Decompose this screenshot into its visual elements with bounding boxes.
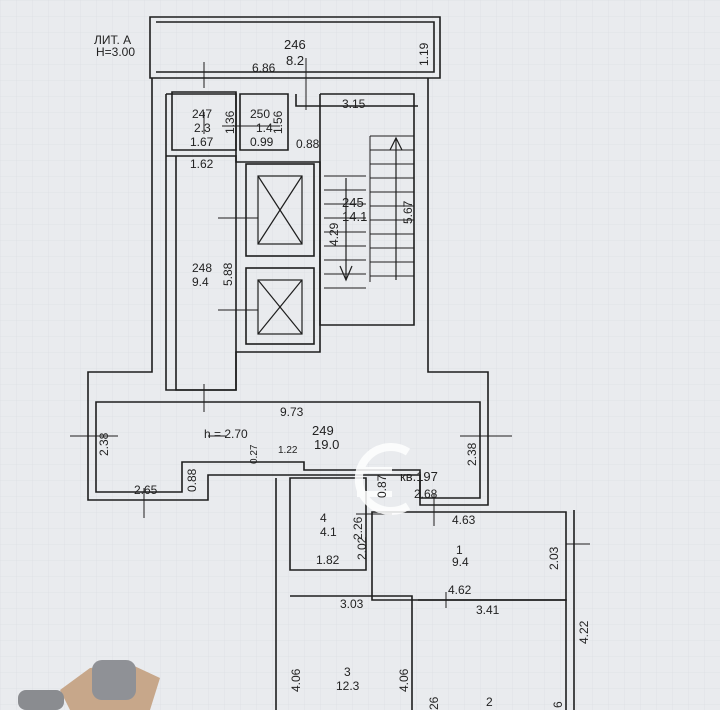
dim-2-65: 2.65: [134, 483, 158, 497]
room-249-number: 249: [312, 423, 334, 438]
room-4-area: 4.1: [320, 525, 337, 539]
stair-treads: [324, 135, 414, 289]
dim-2-02: 2.02: [355, 536, 369, 560]
dim-3-03: 3.03: [340, 597, 364, 611]
dim-2-38-left: 2.38: [97, 432, 111, 456]
dim-1-67: 1.67: [190, 135, 214, 149]
elevator-marks: [257, 175, 303, 335]
room-1-area: 9.4: [452, 555, 469, 569]
dim-4-63: 4.63: [452, 513, 476, 527]
dim-3-15: 3.15: [342, 97, 366, 111]
room-247-number: 247: [192, 107, 213, 121]
dim-0-27: 0.27: [249, 444, 260, 464]
wall-stair-hall: [295, 94, 418, 107]
wall-room-245: [319, 93, 415, 326]
elevator-2: [245, 267, 315, 345]
dim-5-67: 5.67: [401, 200, 415, 224]
wall-room-249: [95, 401, 481, 499]
wall-room-246-inner: [156, 21, 435, 73]
wall-room-4: [289, 477, 367, 571]
walls: [87, 16, 575, 710]
wall-room-3: [290, 595, 413, 710]
dim-4-29: 4.29: [327, 222, 341, 246]
wall-room-2: [418, 599, 567, 710]
room-248-area: 9.4: [192, 275, 209, 289]
wall-room-250: [239, 93, 289, 151]
apartment-number: кв.197: [400, 469, 438, 484]
room-247-area: 2.3: [194, 121, 211, 135]
room-3-number: 3: [344, 665, 351, 679]
leader-lines: [70, 58, 590, 608]
dim-2-68: 2.68: [414, 487, 438, 501]
stair-arrows: [339, 136, 403, 282]
dim-4-62: 4.62: [448, 583, 472, 597]
room-245-area: 14.1: [342, 209, 368, 224]
dim-1-56: 1.56: [271, 110, 285, 134]
room-246-area: 8.2: [286, 53, 305, 68]
dim-1-22: 1.22: [278, 445, 298, 456]
room-250-number: 250: [250, 107, 271, 121]
room-2-number: 2: [486, 695, 493, 709]
dim-0-88-a: 0.88: [296, 137, 320, 151]
dim-0-87: 0.87: [375, 474, 389, 498]
wall-core-outer: [87, 78, 489, 506]
header-height: Н=3.00: [96, 45, 136, 59]
header-lit: ЛИТ. А: [94, 33, 132, 47]
wall-room-247: [171, 91, 237, 151]
dim-3-41: 3.41: [476, 603, 500, 617]
ceiling-height-note: h = 2.70: [204, 427, 248, 441]
wall-room-246: [149, 16, 441, 79]
room-1-number: 1: [456, 543, 463, 557]
dim-4-06-right: 4.06: [397, 668, 411, 692]
dim-5-88: 5.88: [221, 262, 235, 286]
room-248-number: 248: [192, 261, 213, 275]
dim-2-38-right: 2.38: [465, 442, 479, 466]
room-250-area: 1.4: [256, 121, 273, 135]
dim-0-99: 0.99: [250, 135, 274, 149]
dim-4-06-left: 4.06: [289, 668, 303, 692]
elevator-1: [245, 163, 315, 257]
dim-26: 26: [427, 696, 441, 710]
room-249-area: 19.0: [314, 437, 340, 452]
dim-4-22: 4.22: [577, 620, 591, 644]
room-4-number: 4: [320, 511, 327, 525]
wall-room-248: [166, 155, 237, 391]
dim-1-62: 1.62: [190, 157, 214, 171]
dim-1-36: 1.36: [223, 110, 237, 134]
room-3-area: 12.3: [336, 679, 360, 693]
watermark-logo: [354, 443, 411, 515]
dim-2-03: 2.03: [547, 546, 561, 570]
room-245-number: 245: [342, 195, 364, 210]
dim-1-19: 1.19: [417, 42, 431, 66]
finger-photo-artifact: [18, 660, 160, 710]
dim-9-73: 9.73: [280, 405, 304, 419]
dim-1-82: 1.82: [316, 553, 340, 567]
room-246-number: 246: [284, 37, 306, 52]
dim-6-86: 6.86: [252, 61, 276, 75]
dim-6: 6: [551, 701, 565, 708]
dim-0-88-b: 0.88: [185, 468, 199, 492]
